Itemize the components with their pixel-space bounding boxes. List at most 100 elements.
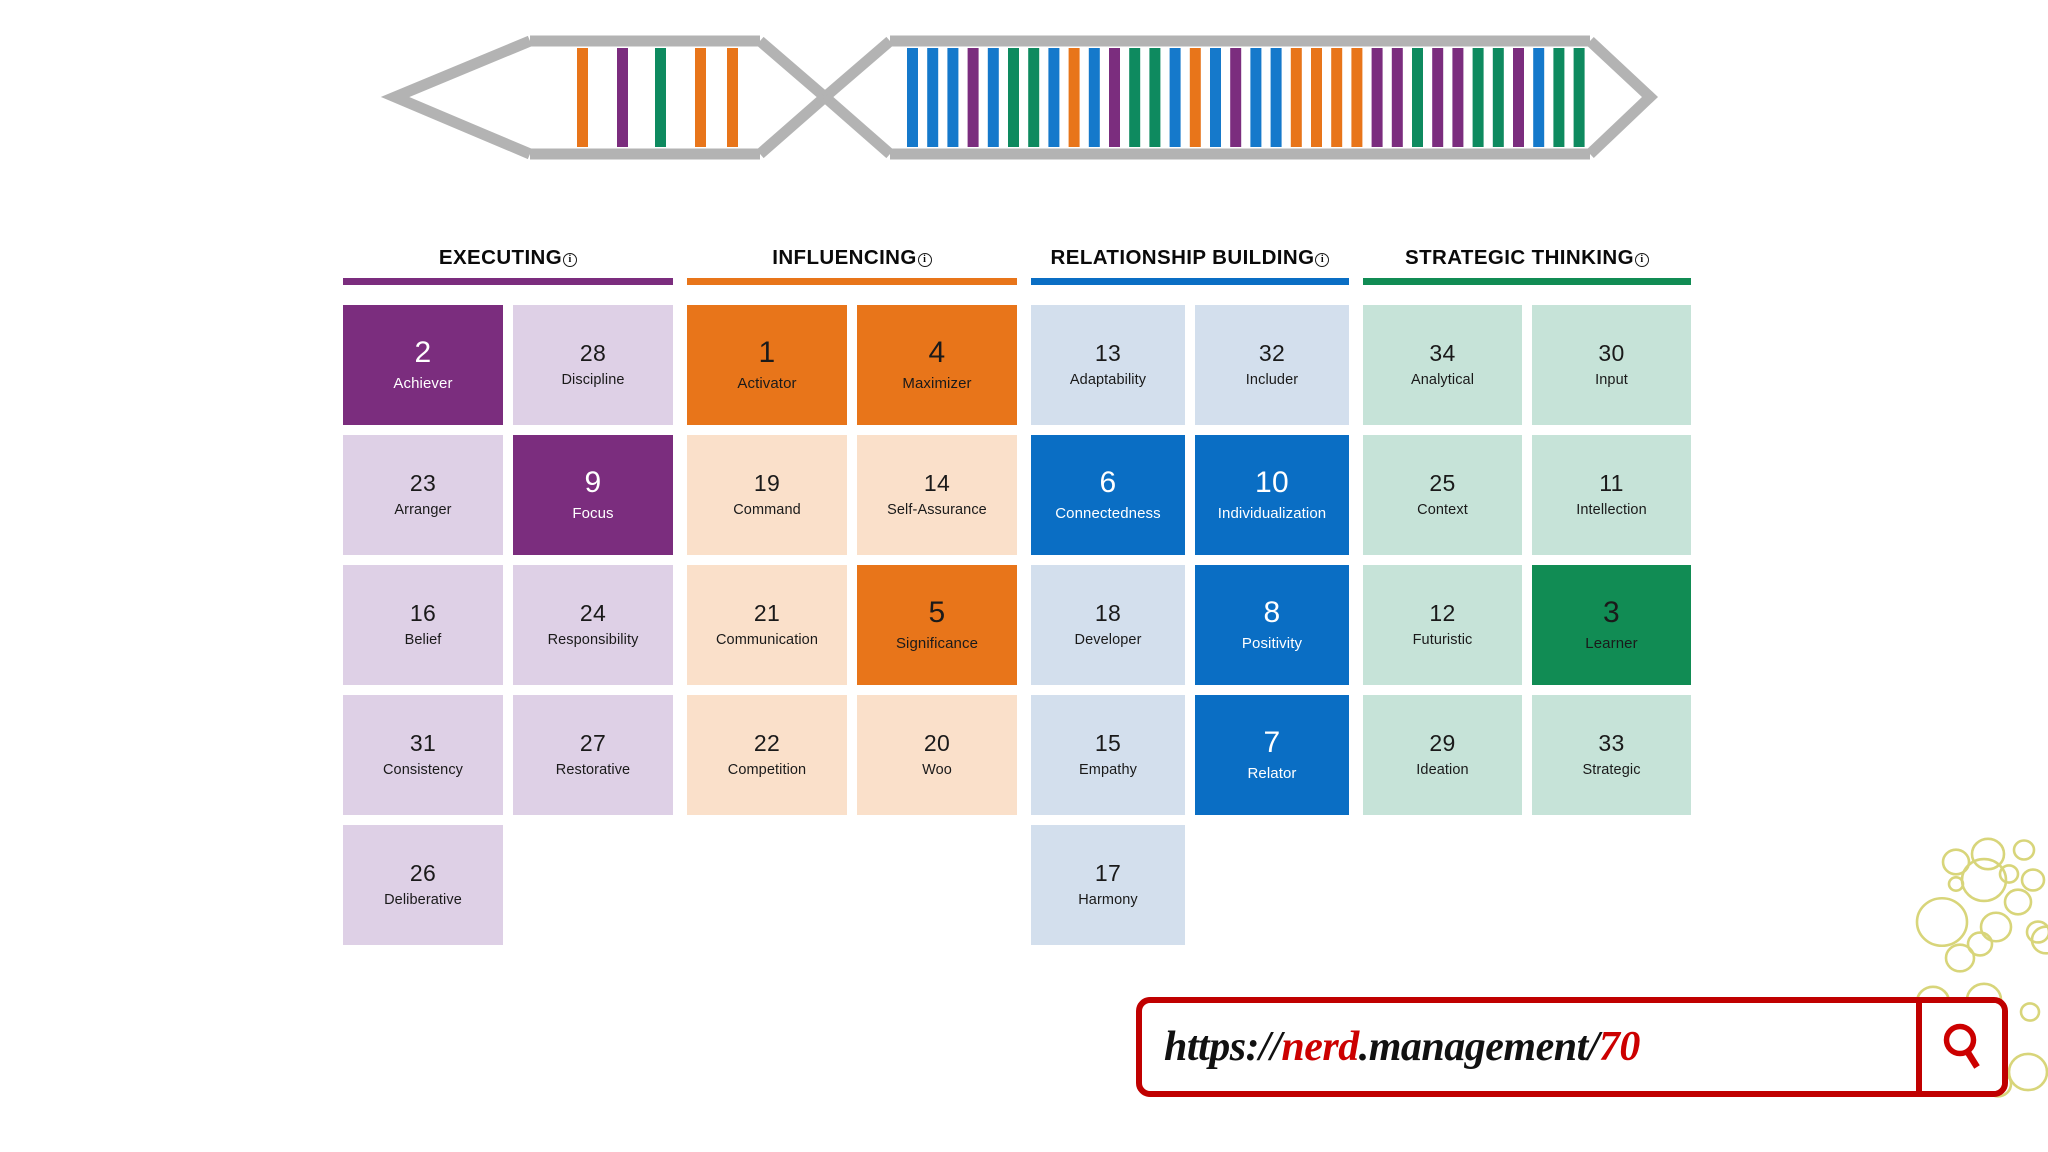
- search-button[interactable]: [1916, 1003, 2002, 1091]
- strength-name: Strategic: [1582, 761, 1641, 778]
- url-text: https://nerd.management/70: [1164, 1023, 1640, 1071]
- strength-name: Context: [1417, 501, 1468, 518]
- strength-rank: 2: [414, 336, 432, 370]
- url-overlay-bar[interactable]: https://nerd.management/70: [1136, 997, 2008, 1097]
- strength-name: Significance: [895, 634, 979, 652]
- info-icon-relationship-building[interactable]: i: [1315, 253, 1330, 267]
- strength-tile-empty: [687, 825, 847, 945]
- url-text-wrapper[interactable]: https://nerd.management/70: [1142, 1003, 1916, 1091]
- helix-bar-group: [577, 48, 1585, 147]
- strength-name: Harmony: [1078, 891, 1138, 908]
- strength-rank: 30: [1598, 340, 1625, 366]
- strength-rank: 25: [1429, 470, 1456, 496]
- strength-rank: 13: [1094, 340, 1122, 366]
- strength-rank: 1: [758, 336, 776, 370]
- strength-name: Relator: [1247, 764, 1297, 782]
- strength-rank: 5: [928, 596, 946, 630]
- strength-name: Adaptability: [1069, 371, 1147, 388]
- strength-tile-empty: [1195, 825, 1349, 945]
- strength-name: Learner: [1585, 634, 1638, 652]
- url-segment: 70: [1598, 1024, 1641, 1070]
- url-segment: nerd: [1281, 1024, 1359, 1070]
- strength-rank: 15: [1094, 730, 1122, 756]
- strength-tile-empty: [1363, 825, 1522, 945]
- strength-name: Woo: [922, 761, 952, 778]
- domain-rule-influencing: [687, 277, 1017, 285]
- strength-rank: 29: [1429, 730, 1456, 756]
- info-icon-strategic-thinking[interactable]: i: [1634, 253, 1649, 267]
- strength-name: Competition: [727, 761, 807, 778]
- domain-rule-executing: [343, 277, 673, 285]
- domain-label-influencing: INFLUENCING: [772, 246, 917, 269]
- info-icon-executing[interactable]: i: [563, 253, 578, 267]
- strength-name: Includer: [1245, 371, 1299, 388]
- info-icon-influencing[interactable]: i: [917, 253, 932, 267]
- strength-rank: 26: [409, 860, 437, 886]
- helix-frame: [380, 35, 1659, 160]
- strength-tile-empty: [857, 825, 1017, 945]
- magnifier-icon: [1943, 1023, 1980, 1069]
- strength-rank: 22: [753, 730, 781, 756]
- strength-name: Achiever: [393, 374, 453, 392]
- domain-rule-strategic-thinking: [1363, 277, 1691, 285]
- domain-label-strategic-thinking: STRATEGIC THINKING: [1405, 246, 1634, 269]
- strength-name: Maximizer: [902, 374, 972, 392]
- domain-label-relationship-building: RELATIONSHIP BUILDING: [1050, 246, 1315, 269]
- strength-name: Connectedness: [1055, 504, 1161, 522]
- strength-rank: 17: [1094, 860, 1122, 886]
- strength-name: Arranger: [394, 501, 452, 518]
- strength-rank: 4: [928, 336, 946, 370]
- strength-name: Self-Assurance: [887, 501, 987, 518]
